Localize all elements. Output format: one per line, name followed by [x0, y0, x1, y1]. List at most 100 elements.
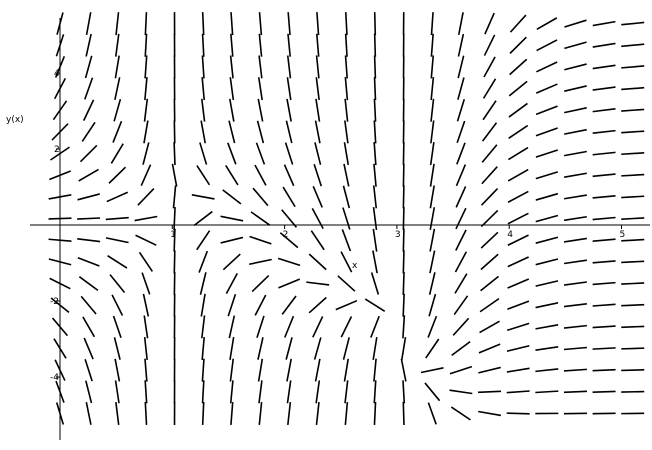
slope-segment	[621, 108, 645, 112]
slope-segment	[285, 120, 293, 144]
slope-segment	[621, 303, 645, 307]
slope-segment	[286, 77, 292, 101]
slope-segment	[563, 368, 587, 372]
slope-segment	[281, 295, 297, 315]
slope-segment	[400, 337, 407, 360]
slope-segment	[142, 142, 150, 165]
slope-segment	[313, 164, 323, 187]
slope-segment	[481, 122, 498, 142]
slope-segment	[277, 257, 301, 267]
slope-segment	[373, 77, 377, 101]
slope-segment	[257, 337, 264, 360]
slope-segment	[402, 185, 405, 209]
slope-segment	[310, 230, 325, 251]
slope-segment	[108, 166, 127, 184]
slope-segment	[535, 149, 558, 158]
slope-segment	[429, 142, 435, 166]
slope-segment	[483, 56, 496, 78]
slope-segment	[507, 190, 529, 203]
slope-segment	[563, 194, 587, 200]
slope-segment	[457, 33, 465, 57]
slope-segment	[535, 346, 559, 351]
slope-segment	[456, 99, 466, 122]
x-tick-label: 5	[620, 230, 626, 240]
slope-segment	[201, 77, 206, 101]
slope-segment	[201, 401, 205, 426]
slope-segment	[200, 120, 207, 144]
y-tick-label: -4	[50, 373, 59, 383]
slope-segment	[84, 358, 93, 382]
slope-segment	[373, 380, 377, 404]
slope-segment	[402, 293, 405, 317]
slope-segment	[535, 236, 559, 244]
slope-segment	[429, 163, 435, 187]
slope-segment	[481, 144, 498, 163]
slope-segment	[230, 33, 234, 57]
slope-segment	[535, 324, 559, 330]
slope-segment	[535, 83, 558, 94]
slope-segment	[402, 250, 405, 274]
slope-segment	[141, 272, 151, 295]
slope-segment	[427, 402, 437, 425]
slope-segment	[313, 337, 322, 360]
slope-segment	[621, 152, 645, 156]
slope-segment	[507, 212, 529, 225]
slope-segment	[315, 77, 320, 101]
slope-segment	[621, 347, 645, 350]
slope-segment	[507, 234, 529, 246]
slope-segment	[250, 211, 271, 226]
slope-segment	[592, 151, 616, 156]
slope-segment	[77, 217, 101, 220]
slope-segment	[621, 325, 645, 329]
slope-segment	[229, 98, 235, 122]
slope-segment	[143, 315, 149, 339]
slope-segment	[372, 207, 378, 231]
slope-segment	[402, 272, 405, 296]
slope-segment	[428, 272, 436, 295]
slope-segment	[344, 380, 349, 404]
slope-segment	[592, 64, 616, 70]
slope-segment	[507, 146, 529, 161]
slope-segment	[281, 209, 298, 228]
slope-segment	[201, 358, 205, 382]
slope-segment	[482, 78, 497, 99]
slope-segment	[402, 207, 405, 231]
slope-segment	[430, 77, 435, 101]
slope-segment	[227, 294, 237, 317]
x-tick-label: 4	[507, 230, 513, 240]
slope-segment	[196, 165, 211, 186]
slope-segment	[454, 251, 468, 273]
slope-segment	[480, 253, 499, 271]
slope-segment	[564, 63, 587, 71]
slope-segment	[173, 250, 176, 274]
slope-segment	[457, 12, 464, 36]
slope-segment	[229, 55, 234, 79]
slope-segment	[508, 124, 529, 139]
slope-segment	[372, 185, 378, 209]
slope-segment	[82, 316, 96, 338]
slope-segment	[286, 380, 292, 404]
slope-segment	[279, 232, 299, 249]
slope-segment	[455, 207, 467, 230]
slope-segment	[193, 210, 213, 227]
slope-segment	[509, 58, 528, 76]
slope-segment	[315, 33, 320, 57]
slope-segment	[372, 337, 378, 360]
slope-segment	[621, 369, 645, 372]
slope-segment	[112, 120, 123, 143]
slope-segment	[258, 401, 263, 426]
slope-segment	[230, 401, 234, 426]
slope-segment	[144, 380, 148, 404]
slope-segment	[343, 163, 350, 187]
slope-segment	[506, 322, 530, 332]
slope-segment	[315, 55, 320, 79]
slope-segment	[144, 401, 148, 426]
slope-segment	[536, 39, 558, 52]
slope-segment	[535, 214, 559, 223]
slope-segment	[535, 127, 558, 137]
slope-segment	[621, 195, 645, 199]
slope-segment	[342, 185, 351, 209]
slope-segment	[373, 163, 377, 187]
slope-segment	[144, 77, 148, 101]
x-tick-label: 1	[170, 230, 176, 240]
